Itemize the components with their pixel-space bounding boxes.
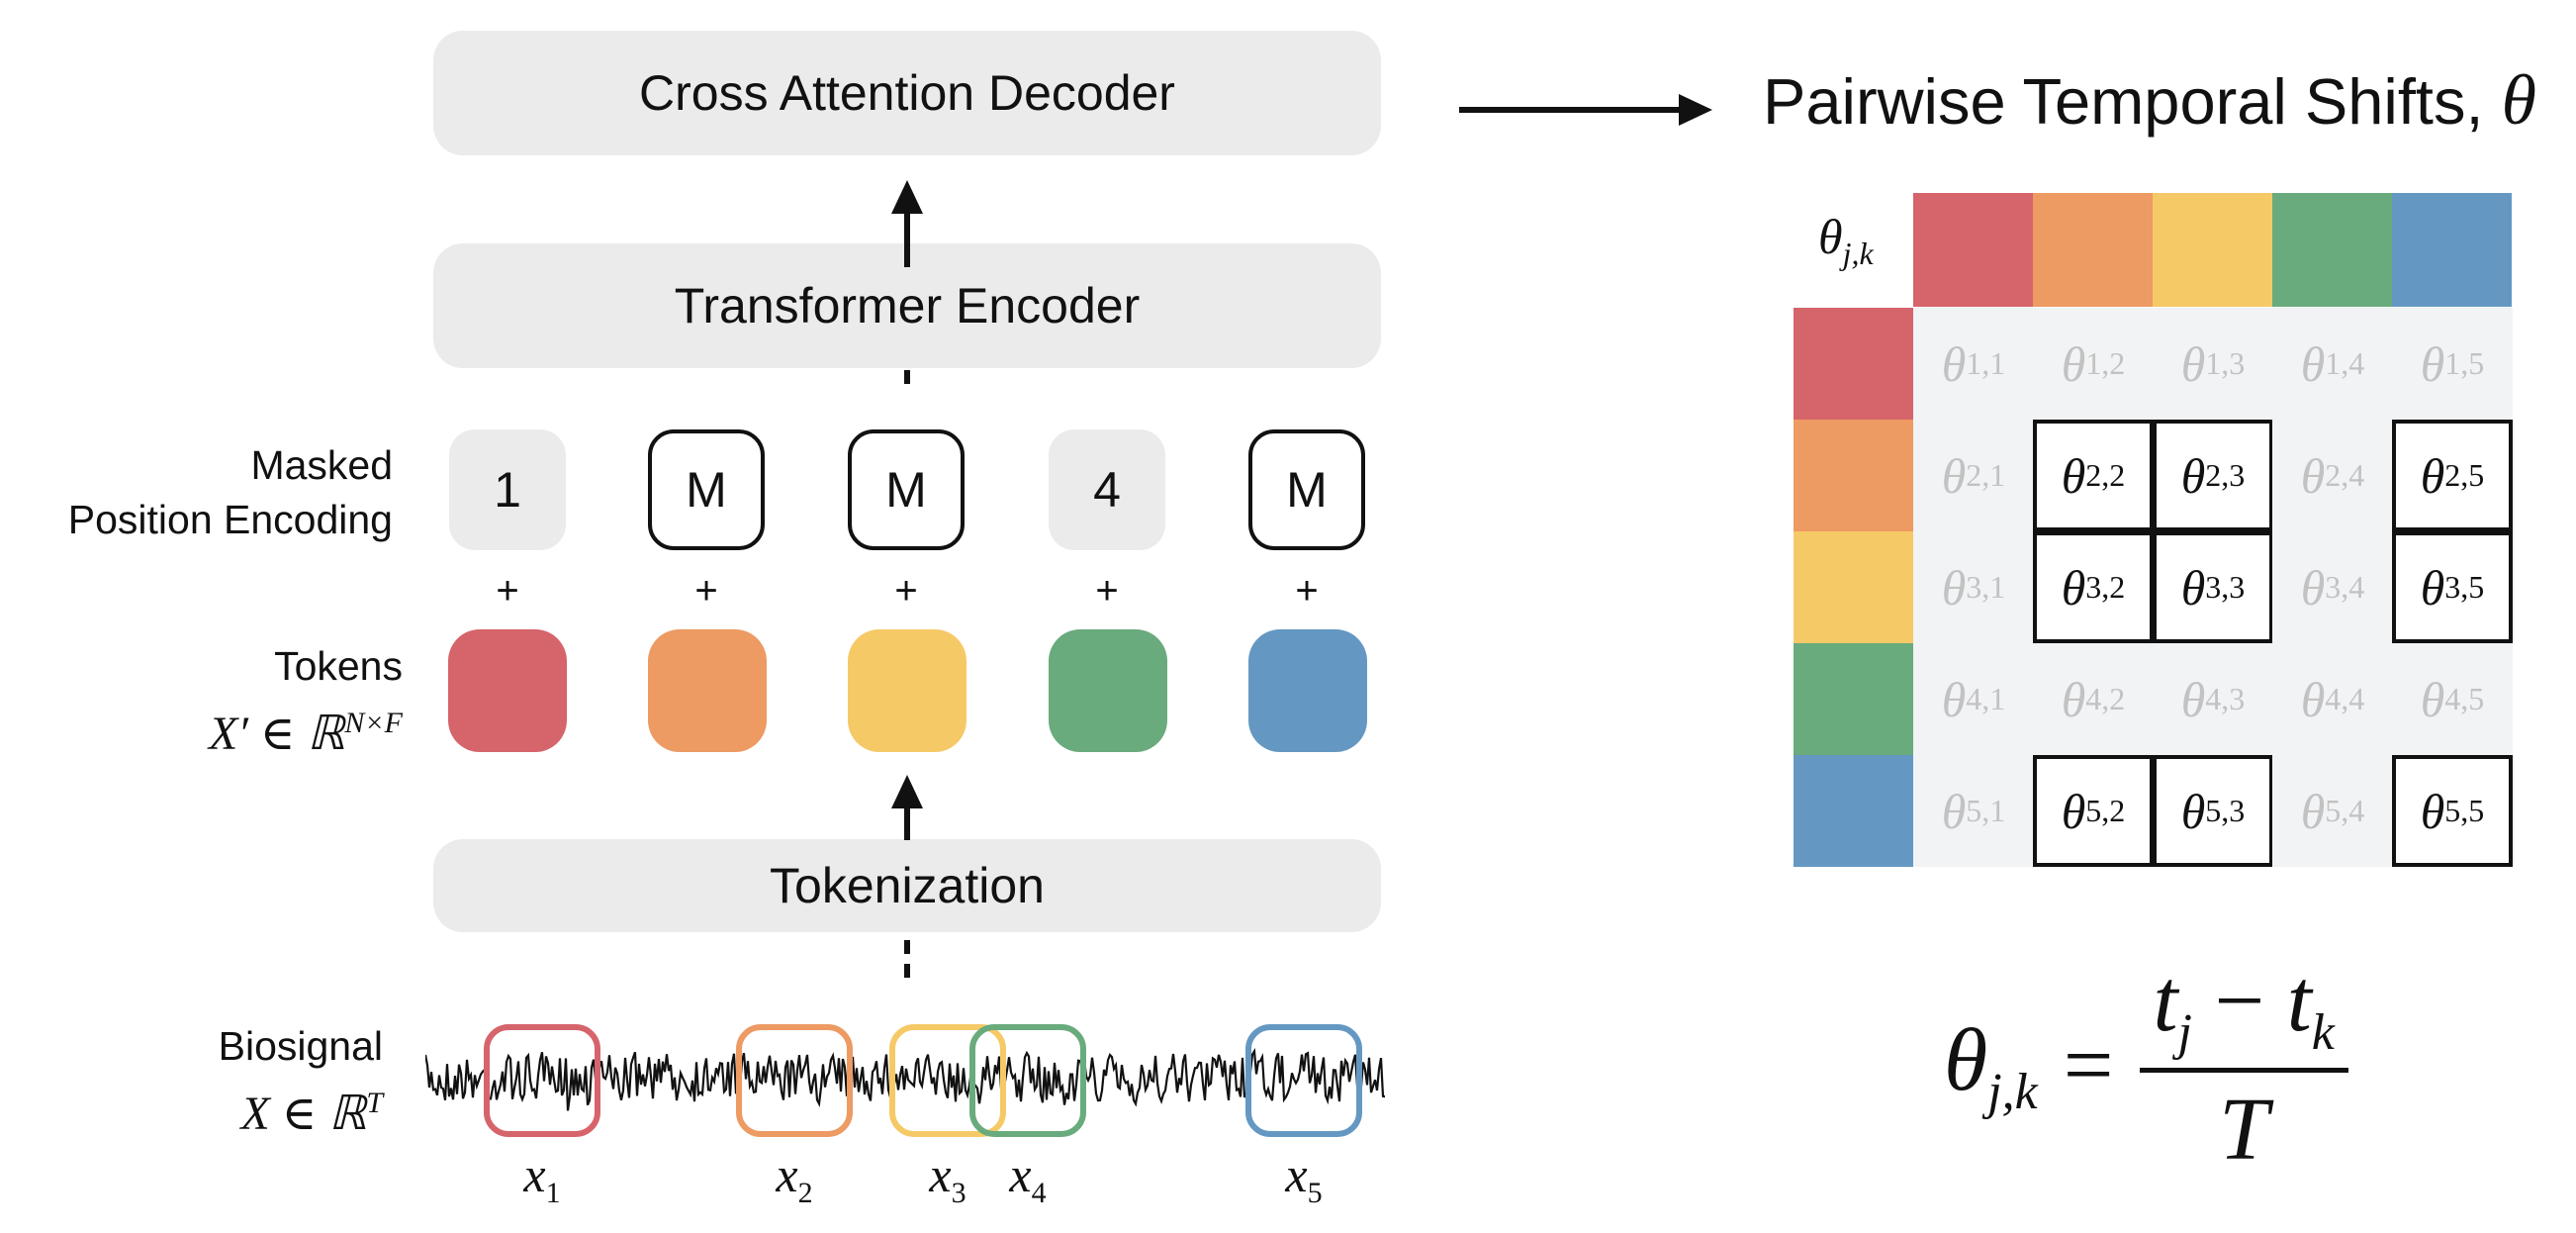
tokenization-block: Tokenization [433, 839, 1381, 932]
plus-sign: + [496, 569, 519, 613]
position-encoding-4: 4 [1049, 429, 1165, 550]
row-header-2 [1794, 420, 1913, 531]
patch-label-1: x1 [523, 1147, 561, 1209]
formula-equals: = [2063, 1016, 2114, 1114]
formula-numerator: tj − tk [2153, 952, 2335, 1061]
patch-box-5 [1245, 1024, 1362, 1137]
patch-box-4 [969, 1024, 1086, 1137]
position-encoding-2: M [648, 429, 765, 550]
row-header-1 [1794, 308, 1913, 420]
position-encoding-5: M [1248, 429, 1365, 550]
column-header-5 [2392, 193, 2512, 307]
formula-fraction: tj − tk T [2139, 950, 2348, 1181]
fraction-bar [2139, 1068, 2348, 1073]
biosignal-label: Biosignal X ∈ ℝT [218, 1023, 383, 1140]
matrix-corner-label: θj,k [1818, 209, 1874, 271]
token-5 [1248, 629, 1367, 752]
patch-label-2: x2 [776, 1147, 813, 1209]
pairwise-temporal-shifts-title: Pairwise Temporal Shifts, θ [1763, 60, 2536, 140]
column-header-2 [2033, 193, 2153, 307]
token-3 [848, 629, 966, 752]
row-header-5 [1794, 755, 1913, 867]
token-2 [648, 629, 767, 752]
arrow-decoder-to-output [1459, 94, 1712, 126]
row-header-4 [1794, 643, 1913, 755]
token-1 [448, 629, 567, 752]
patch-label-5: x5 [1285, 1147, 1323, 1209]
patch-label-4: x4 [1009, 1147, 1047, 1209]
plus-sign: + [1295, 569, 1319, 613]
tokens-label: Tokens X′ ∈ ℝN×F [209, 643, 403, 760]
temporal-shift-formula: θj,k = tj − tk T [1944, 950, 2348, 1181]
column-header-4 [2272, 193, 2392, 307]
formula-lhs: θj,k [1944, 1011, 2038, 1120]
token-4 [1049, 629, 1167, 752]
cross-attention-decoder-block: Cross Attention Decoder [433, 31, 1381, 155]
formula-denominator: T [2219, 1081, 2269, 1179]
patch-box-2 [736, 1024, 853, 1137]
plus-sign: + [694, 569, 718, 613]
plus-sign: + [1095, 569, 1119, 613]
patch-box-3 [889, 1024, 1006, 1137]
signal-trace [425, 1046, 1385, 1111]
masked-position-encoding-label: Masked Position Encoding [67, 442, 393, 542]
row-header-3 [1794, 531, 1913, 643]
biosignal-waveform [425, 1024, 1385, 1137]
position-encoding-1: 1 [449, 429, 566, 550]
column-header-1 [1913, 193, 2033, 307]
plus-sign: + [894, 569, 918, 613]
column-header-3 [2153, 193, 2272, 307]
patch-box-1 [484, 1024, 600, 1137]
position-encoding-3: M [848, 429, 965, 550]
patch-label-3: x3 [929, 1147, 966, 1209]
